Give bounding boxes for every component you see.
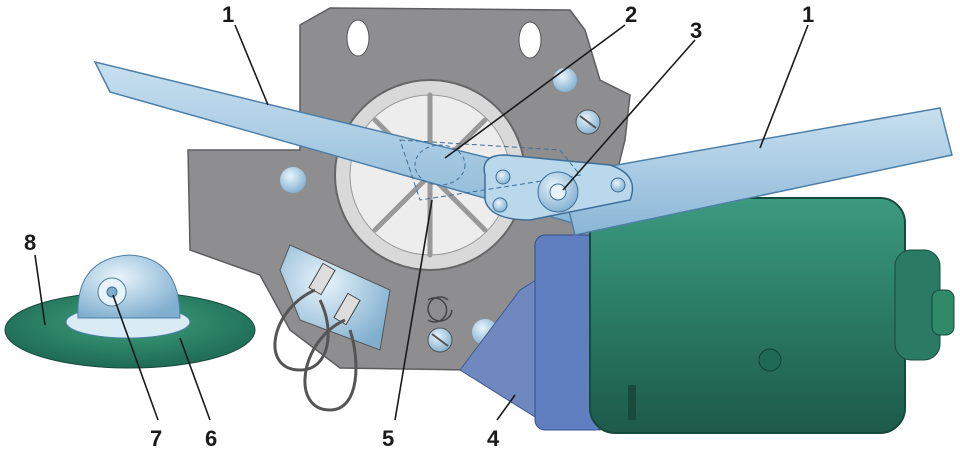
rivet xyxy=(492,197,508,213)
callout-5: 5 xyxy=(382,426,394,451)
wire xyxy=(303,318,358,412)
motor-shaft xyxy=(931,289,955,336)
callout-1-left: 1 xyxy=(222,2,234,27)
callout-8: 8 xyxy=(24,230,36,255)
seal-hole-center xyxy=(106,286,118,298)
seal-dome xyxy=(77,254,181,319)
plate-hole xyxy=(518,21,542,59)
rivet xyxy=(610,177,626,193)
callout-4: 4 xyxy=(487,426,500,451)
wiper-blade-right xyxy=(559,107,953,236)
callout-1-right: 1 xyxy=(802,2,814,27)
rotation-arrows-icon xyxy=(427,296,453,323)
motor-body xyxy=(589,197,906,434)
motor-slot xyxy=(628,385,636,420)
leader-lines xyxy=(34,24,809,421)
crank-pin-center xyxy=(549,183,567,201)
terminal-block xyxy=(279,244,391,351)
plate-hole xyxy=(346,19,370,57)
callout-7: 7 xyxy=(150,426,162,451)
hidden-gear-outline xyxy=(414,144,466,186)
callout-3: 3 xyxy=(690,18,702,43)
rivet xyxy=(495,169,511,185)
callout-6: 6 xyxy=(205,426,217,451)
hidden-link-outline xyxy=(399,139,581,201)
motor-screw xyxy=(758,348,782,372)
callout-2: 2 xyxy=(625,2,637,27)
